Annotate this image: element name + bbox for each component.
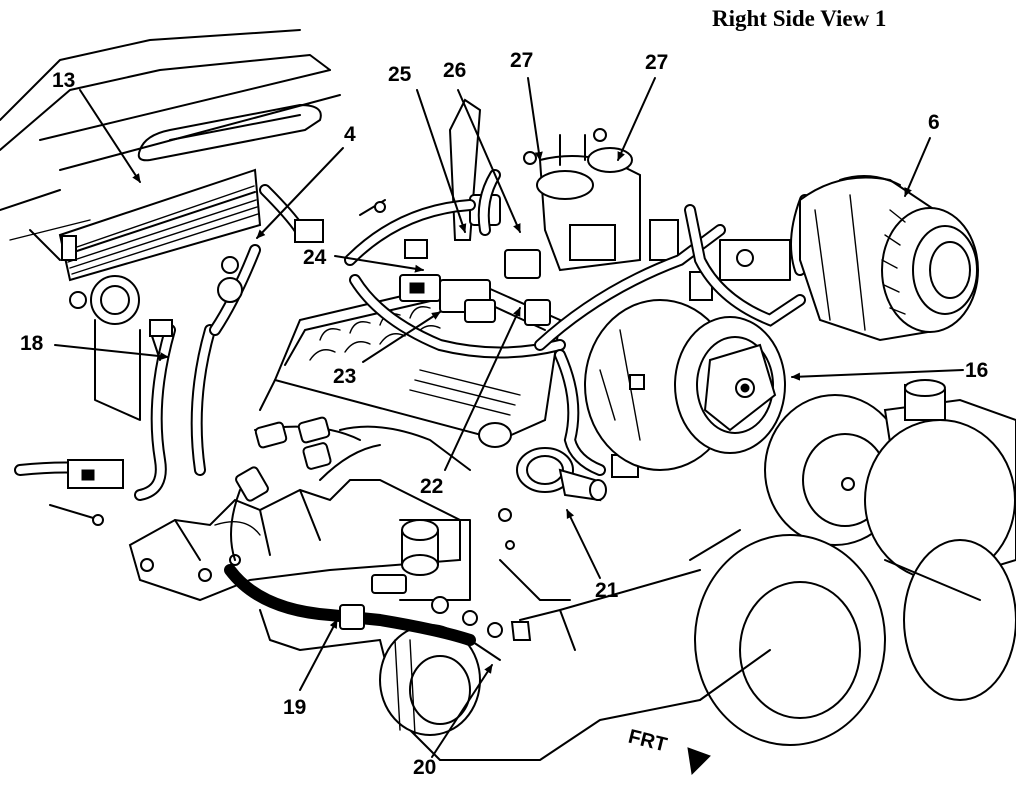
leader-13 [79, 89, 141, 183]
engine-block-lower [259, 425, 771, 761]
leader-26 [457, 89, 521, 233]
left-harness [14, 184, 306, 526]
spark-plug-boots [230, 416, 332, 561]
front-arrow-icon [687, 747, 711, 776]
control-module [58, 168, 262, 282]
leader-22 [444, 307, 521, 471]
leader-18 [54, 344, 169, 361]
callout-23: 23 [333, 365, 357, 388]
lower-harness [224, 564, 532, 661]
callout-13: 13 [52, 69, 76, 92]
leader-lines [54, 77, 964, 758]
leader-20 [431, 664, 493, 758]
leader-24 [334, 255, 424, 273]
callout-26: 26 [443, 59, 467, 82]
leader-27b [617, 77, 656, 161]
valve-cover [254, 278, 562, 448]
callout-27-left: 27 [510, 49, 534, 72]
front-direction-arrow [687, 747, 711, 776]
callout-27-right: 27 [645, 51, 669, 74]
callout-18: 18 [20, 332, 44, 355]
leader-23 [362, 311, 441, 363]
callout-25: 25 [388, 63, 412, 86]
callout-22: 22 [420, 475, 444, 498]
callout-6: 6 [928, 111, 940, 134]
leader-6 [904, 137, 931, 197]
callout-20: 20 [413, 756, 437, 779]
water-outlet [516, 447, 607, 502]
carburetor-area [448, 98, 713, 301]
leader-16 [791, 369, 964, 381]
diagram-title: Right Side View 1 [712, 6, 887, 31]
callout-4: 4 [344, 123, 356, 146]
callout-19: 19 [283, 696, 307, 719]
cowl-panel [0, 29, 341, 261]
leader-4 [256, 147, 344, 239]
callout-16: 16 [965, 359, 989, 382]
ac-compressor [584, 299, 786, 471]
leader-27a [527, 77, 543, 161]
leader-19 [299, 619, 338, 691]
leader-25 [416, 89, 467, 233]
callout-21: 21 [595, 579, 619, 602]
callout-24: 24 [303, 246, 327, 269]
pulley-stack [689, 379, 1016, 746]
exhaust-manifold [128, 479, 461, 602]
leader-21 [566, 509, 601, 579]
alternator [719, 175, 979, 342]
